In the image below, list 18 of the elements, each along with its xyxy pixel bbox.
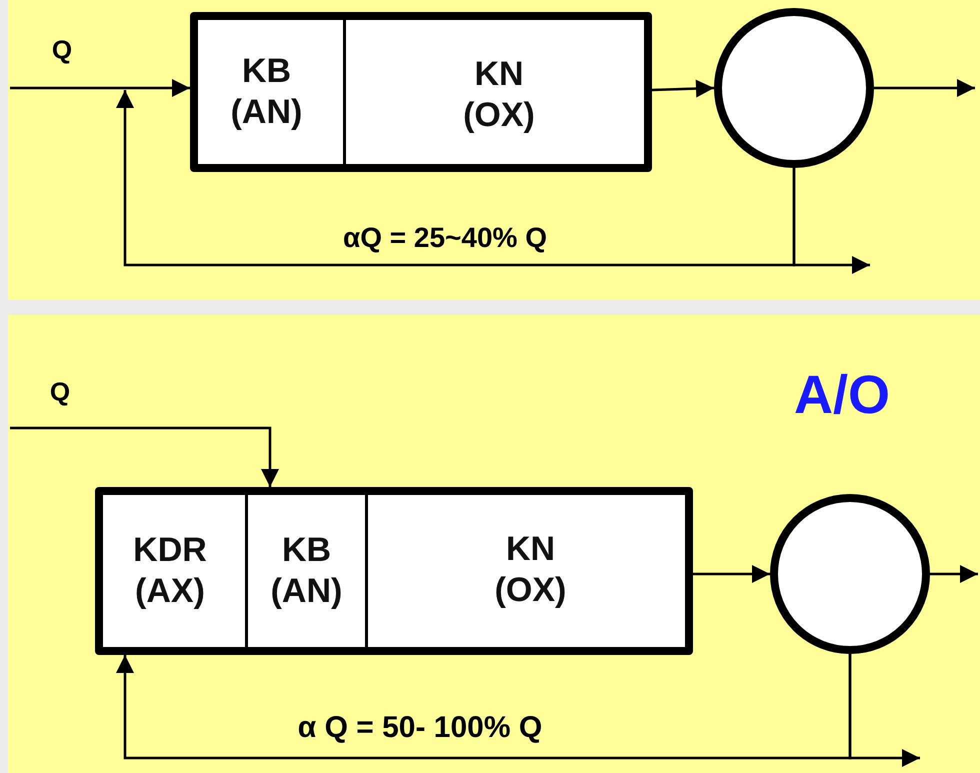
compartment-label: KN (OX) [462, 54, 536, 136]
compartment-label: KN (OX) [494, 529, 568, 611]
flow-arrow [116, 654, 852, 760]
flow-arrow [848, 654, 920, 767]
flow-arrow [116, 90, 796, 266]
flow-arrow [792, 168, 870, 274]
flow-arrow [652, 80, 714, 98]
flow-arrow [874, 79, 975, 97]
flow-arrow [10, 426, 279, 487]
tank-box [95, 487, 693, 655]
flow-arrow [693, 565, 770, 583]
tank-box [190, 12, 652, 172]
compartment-label: KDR (AX) [132, 530, 208, 612]
compartment-label: KB (AN) [270, 530, 344, 612]
compartment-label: KB (AN) [230, 51, 304, 133]
flow-arrow [930, 565, 978, 583]
flow-arrow [10, 79, 190, 97]
process-title: A/O [794, 364, 890, 426]
